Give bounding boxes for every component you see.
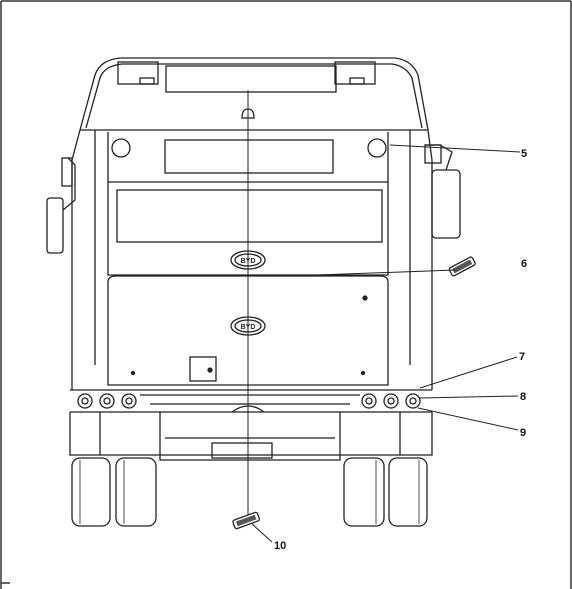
- callout-label-6: 6: [521, 258, 527, 270]
- leader-lines: [251, 144, 521, 543]
- logo-text-upper: BYD: [241, 258, 256, 265]
- bus-body: [46, 57, 461, 527]
- sensor-icon-6: [448, 256, 476, 277]
- logo-text-lower: BYD: [241, 324, 256, 331]
- callout-label-5: 5: [521, 148, 527, 160]
- callout-label-8: 8: [520, 391, 526, 403]
- sensor-icon-10: [232, 511, 261, 530]
- callout-label-9: 9: [520, 427, 526, 439]
- callout-label-7: 7: [519, 351, 525, 363]
- callout-label-10: 10: [274, 540, 286, 552]
